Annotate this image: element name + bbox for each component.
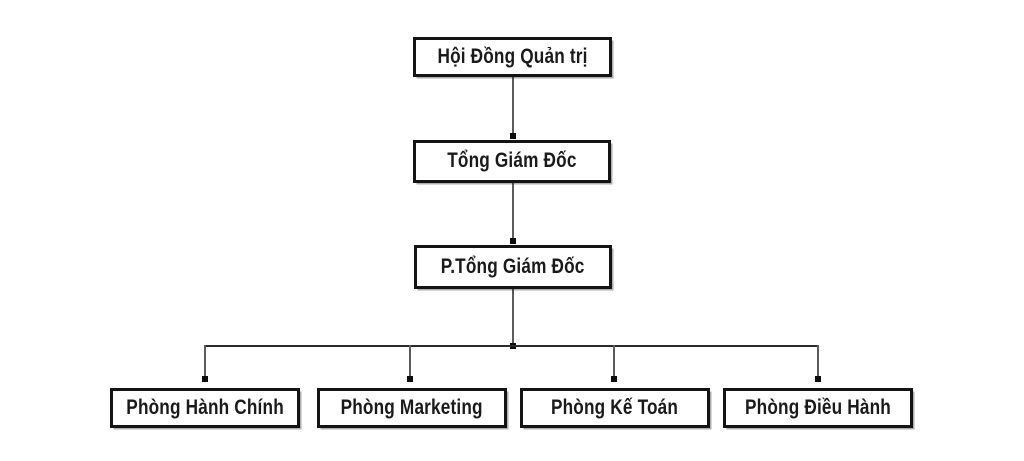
arrow-dot-accounting bbox=[611, 376, 617, 382]
node-general-director: Tổng Giám Đốc bbox=[413, 140, 611, 183]
arrow-dot-deputy bbox=[510, 238, 516, 244]
arrow-dot-marketing bbox=[407, 376, 413, 382]
node-deputy-general-director: P.Tổng Giám Đốc bbox=[414, 245, 612, 289]
connector-branch-to-admin bbox=[204, 345, 206, 379]
branch-horizontal-line bbox=[204, 345, 819, 347]
connector-branch-to-marketing bbox=[409, 345, 411, 379]
node-dept-marketing: Phòng Marketing bbox=[317, 388, 507, 428]
arrow-dot-operations bbox=[815, 376, 821, 382]
node-marketing-label: Phòng Marketing bbox=[340, 395, 484, 419]
connector-board-to-ceo bbox=[512, 77, 514, 138]
node-accounting-label: Phòng Kế Toán bbox=[551, 395, 679, 419]
connector-ceo-to-deputy bbox=[512, 183, 514, 243]
node-dept-operations: Phòng Điều Hành bbox=[723, 388, 913, 428]
connector-branch-to-operations bbox=[817, 345, 819, 379]
node-board-label: Hội Đồng Quản trị bbox=[437, 44, 588, 68]
node-operations-label: Phòng Điều Hành bbox=[745, 395, 891, 419]
connector-deputy-to-branch bbox=[512, 289, 514, 346]
node-deputy-label: P.Tổng Giám Đốc bbox=[441, 254, 585, 278]
arrow-dot-admin bbox=[202, 376, 208, 382]
arrow-dot-ceo bbox=[510, 133, 516, 139]
node-dept-accounting: Phòng Kế Toán bbox=[520, 388, 710, 428]
node-admin-label: Phòng Hành Chính bbox=[126, 395, 284, 419]
node-dept-administration: Phòng Hành Chính bbox=[110, 388, 300, 428]
node-board-of-directors: Hội Đồng Quản trị bbox=[413, 37, 612, 77]
node-ceo-label: Tổng Giám Đốc bbox=[447, 149, 577, 172]
connector-branch-to-accounting bbox=[613, 345, 615, 379]
